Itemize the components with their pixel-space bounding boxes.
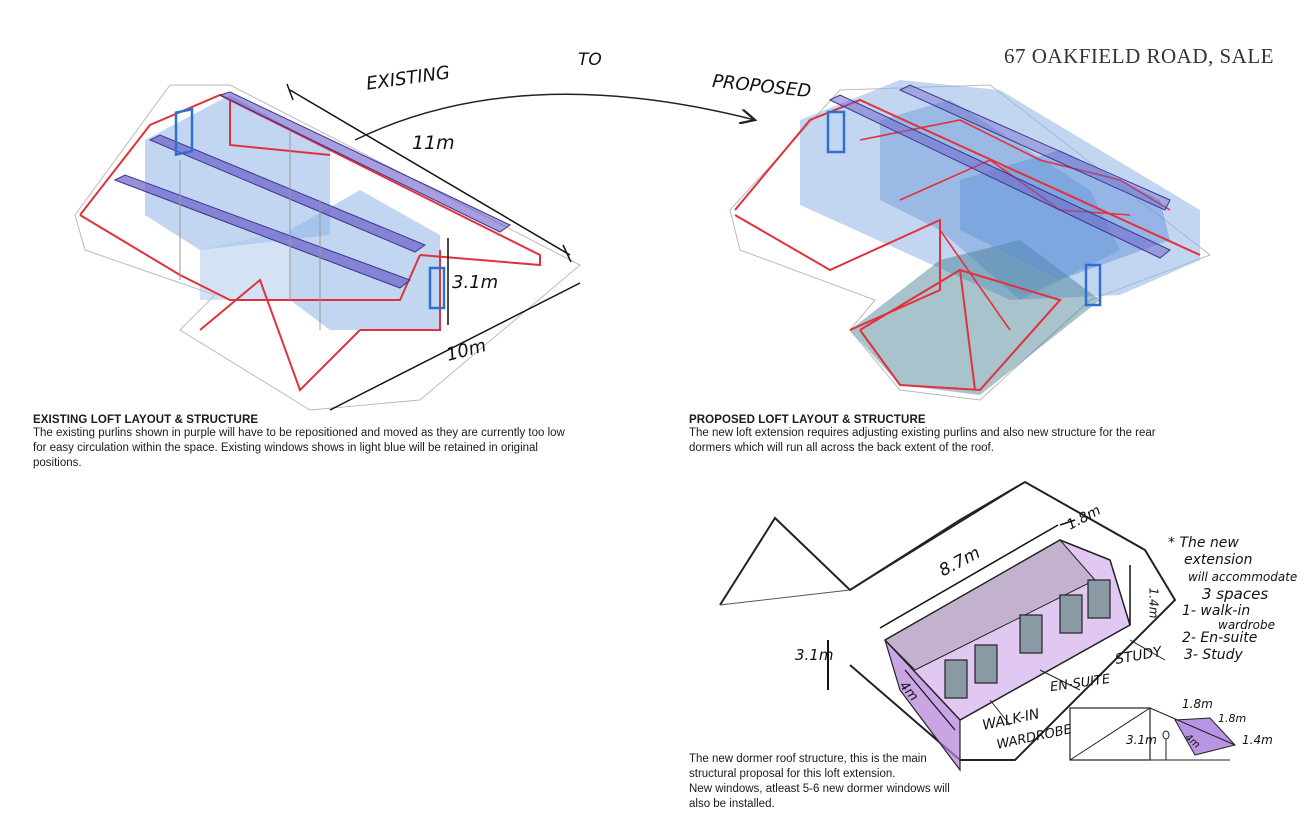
proposed-purlin [828,94,1171,259]
proposed-heading: PROPOSED LOFT LAYOUT & STRUCTURE [689,414,926,426]
extension-note: * The new extension will accommodate 3 s… [1168,535,1308,664]
proposed-dormer-volume [850,240,1100,395]
label-to: TO [578,50,602,70]
note-line: wardrobe [1218,618,1275,632]
dim-line-width [329,282,581,411]
proposed-wall-line [859,119,1171,211]
dormer-window [1059,594,1083,634]
dormer-roof-outline [719,480,1177,761]
dormer-window [1019,614,1043,654]
proposed-wall-line [734,98,1201,256]
section-box [1069,707,1151,761]
dormer-window [974,644,998,684]
existing-wall-line [79,93,541,267]
dormer-caption-line: also be installed. [689,798,775,810]
proposed-window [1084,263,1102,307]
existing-heading: EXISTING LOFT LAYOUT & STRUCTURE [33,414,259,426]
section-dim-small: 1.4m [1242,733,1273,747]
existing-dim-length: 11m [412,132,455,154]
person-figure-icon [1162,730,1170,740]
existing-glass-panel [200,230,290,300]
dormer-caption-line: The new dormer roof structure, this is t… [689,753,927,765]
note-line: will accommodate [1188,570,1298,584]
existing-wall-line [360,250,441,331]
dormer-dim-height: 3.1m [795,646,834,664]
note-line: 3- Study [1184,647,1243,663]
note-line: extension [1184,552,1253,568]
dormer-section-sketch [1069,707,1236,761]
dormer-window [944,659,968,699]
note-line: 3 spaces [1202,585,1269,603]
proposed-window [826,110,846,154]
existing-description: The existing purlins shown in purple wil… [33,427,565,469]
existing-loft-diagram [74,83,581,411]
section-dim-top: 1.8m [1182,697,1213,711]
existing-dim-height: 3.1m [452,272,499,293]
proposed-description: The new loft extension requires adjustin… [689,427,1156,454]
note-line: 1- walk-in [1182,603,1251,619]
existing-window [428,266,446,310]
dormer-front-face [884,639,961,772]
existing-wall-line [229,100,331,156]
dormer-sketch [719,480,1236,772]
dormer-windows [944,579,1111,699]
note-line: 2- En-suite [1182,630,1258,646]
proposed-glass-volume [800,80,1200,300]
existing-purlin [113,174,412,289]
proposed-wall-line [859,268,1062,392]
section-dim-height: 3.1m [1126,733,1157,747]
dormer-caption-line: structural proposal for this loft extens… [689,768,896,780]
existing-window [174,107,194,157]
existing-purlin [218,91,511,233]
existing-purlin [148,134,427,253]
dormer-dim-height-small: 1.4m [1146,587,1161,619]
proposed-purlin [898,84,1171,211]
section-dim-right: 1.8m [1218,712,1247,725]
dormer-caption: The new dormer roof structure, this is t… [689,752,989,812]
note-line: * The new [1168,535,1239,551]
existing-wall-line [199,278,361,392]
page-title: 67 OAKFIELD ROAD, SALE [1004,44,1274,68]
proposed-wall-line [734,214,941,331]
existing-wall-line [79,214,421,301]
existing-to-proposed-arrow [354,93,755,141]
dormer-window [1087,579,1111,619]
dormer-caption-line: New windows, atleast 5-6 new dormer wind… [689,783,950,795]
proposed-loft-diagram [729,80,1212,401]
existing-roof-outline [74,84,581,411]
dim-line-length [289,89,571,256]
